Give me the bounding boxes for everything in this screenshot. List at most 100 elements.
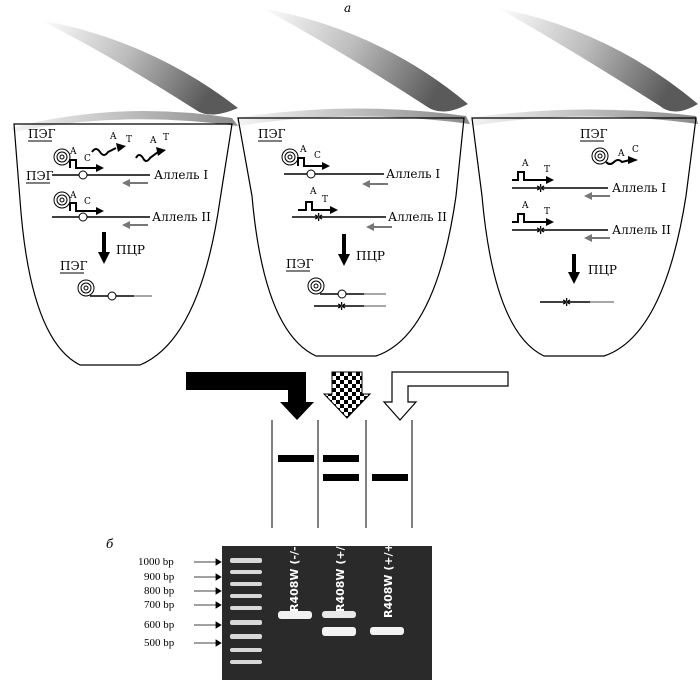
peg-label: ПЭГ — [28, 127, 56, 141]
pcr-arrow-icon — [98, 252, 110, 264]
nucleotide: T — [544, 207, 550, 217]
allele-1-label: Аллель I — [612, 181, 666, 195]
tube-1-body — [13, 123, 233, 366]
snp-circle-icon — [78, 212, 88, 222]
free-primer-icon — [156, 147, 166, 156]
reverse-primer-icon — [584, 234, 592, 242]
peg-label: ПЭГ — [60, 259, 88, 273]
pcr-label: ПЦР — [356, 249, 385, 263]
tube-3-lid — [498, 8, 698, 112]
allele-1-label: Аллель I — [154, 168, 208, 182]
schematic-band — [323, 455, 359, 462]
nucleotide: A — [69, 191, 77, 201]
lane-label-1: R408W (-/-) — [288, 541, 301, 612]
reverse-primer-icon — [122, 179, 130, 187]
nucleotide: T — [544, 165, 550, 175]
tube-3-rim — [470, 109, 698, 126]
nucleotide: A — [299, 145, 307, 155]
tube-3: ПЭГ A C A T ✲ Аллель I A T ✲ Аллель II П… — [470, 8, 698, 357]
arrow-heterozygous — [322, 371, 372, 419]
snp-circle-icon — [306, 169, 316, 179]
arrow-homozygous-normal — [186, 372, 314, 420]
nucleotide: T — [126, 135, 132, 145]
pcr-arrow-icon — [568, 272, 580, 284]
schematic-gel — [271, 420, 413, 528]
nucleotide: A — [617, 149, 625, 159]
nucleotide: C — [632, 145, 639, 155]
nucleotide: C — [84, 154, 91, 164]
ladder-ticks — [194, 558, 222, 647]
ladder-labels: 1000 bp 900 bp 800 bp 700 bp 600 bp 500 … — [138, 556, 175, 649]
primer-arrow-icon — [330, 206, 338, 214]
arrow-homozygous-mutant — [382, 371, 509, 421]
primer-arrow-icon — [322, 162, 330, 170]
nucleotide: C — [84, 197, 91, 207]
gel-band-lane-2-lower — [322, 627, 356, 636]
lane-label-3: R408W (+/+) — [382, 538, 395, 618]
lane-arrows — [186, 371, 509, 421]
primer-arrow-icon — [546, 218, 554, 226]
lane-label-2: R408W (+/-) — [334, 537, 347, 612]
nucleotide: A — [521, 201, 529, 211]
ladder-label-600: 600 bp — [144, 619, 175, 631]
peg-coil-icon — [591, 147, 609, 165]
pcr-arrow-icon — [338, 254, 350, 266]
star-snp-icon: ✲ — [337, 300, 346, 313]
peg-coil-icon — [77, 279, 95, 297]
reverse-primer-icon — [584, 192, 592, 200]
nucleotide: A — [309, 187, 317, 197]
star-snp-icon: ✲ — [314, 211, 323, 224]
schematic-band — [372, 474, 408, 481]
gel-band-lane-3 — [370, 627, 404, 635]
primer-arrow-icon — [96, 164, 104, 172]
nucleotide: T — [322, 195, 328, 205]
gel-band-lane-1 — [278, 611, 312, 619]
peg-label: ПЭГ — [286, 257, 314, 271]
free-primer-icon — [116, 143, 126, 152]
peg-coil-icon — [307, 277, 325, 295]
primer-arrow-icon — [96, 207, 104, 215]
ladder-label-800: 800 bp — [144, 585, 175, 597]
schematic-band — [278, 455, 314, 462]
peg-label: ПЭГ — [258, 127, 286, 141]
snp-circle-icon — [337, 289, 347, 299]
tube-2-lid — [262, 8, 468, 112]
star-snp-icon: ✲ — [536, 182, 545, 195]
free-primer-icon — [628, 156, 638, 164]
nucleotide: A — [149, 136, 157, 146]
nucleotide: T — [163, 133, 169, 143]
snp-circle-icon — [107, 291, 117, 301]
panel-a-label: а — [344, 1, 351, 15]
peg-label: ПЭГ — [26, 169, 54, 183]
tube-1-rim — [10, 110, 238, 132]
tube-3-body — [471, 117, 697, 357]
ladder-label-1000: 1000 bp — [138, 556, 174, 568]
nucleotide: A — [69, 147, 77, 157]
schematic-band — [323, 474, 359, 481]
tube-2-rim — [236, 108, 470, 126]
pcr-label: ПЦР — [116, 243, 145, 257]
tube-2-body — [237, 117, 465, 357]
peg-coil-icon — [281, 148, 299, 166]
allele-1-label: Аллель I — [386, 167, 440, 181]
star-snp-icon: ✲ — [562, 296, 571, 309]
tube-2: ПЭГ A C Аллель I A T ✲ Аллель II ПЦР ПЭГ — [236, 8, 470, 357]
ladder-label-700: 700 bp — [144, 599, 175, 611]
reverse-primer-icon — [362, 180, 370, 188]
nucleotide: A — [109, 132, 117, 142]
primer-arrow-icon — [546, 176, 554, 184]
allele-2-label: Аллель II — [388, 210, 447, 224]
tube-1-lid — [40, 20, 238, 115]
allele-2-label: Аллель II — [612, 223, 671, 237]
gel-band-lane-2-upper — [322, 611, 356, 618]
ladder-label-900: 900 bp — [144, 571, 175, 583]
pcr-label: ПЦР — [588, 263, 617, 277]
tube-1: ПЭГ A C Аллель I ПЭГ A C Аллель II A T A… — [10, 20, 238, 366]
reverse-primer-icon — [366, 223, 374, 231]
nucleotide: A — [521, 159, 529, 169]
ladder-label-500: 500 bp — [144, 637, 175, 649]
reverse-primer-icon — [122, 221, 130, 229]
allele-2-label: Аллель II — [152, 210, 211, 224]
